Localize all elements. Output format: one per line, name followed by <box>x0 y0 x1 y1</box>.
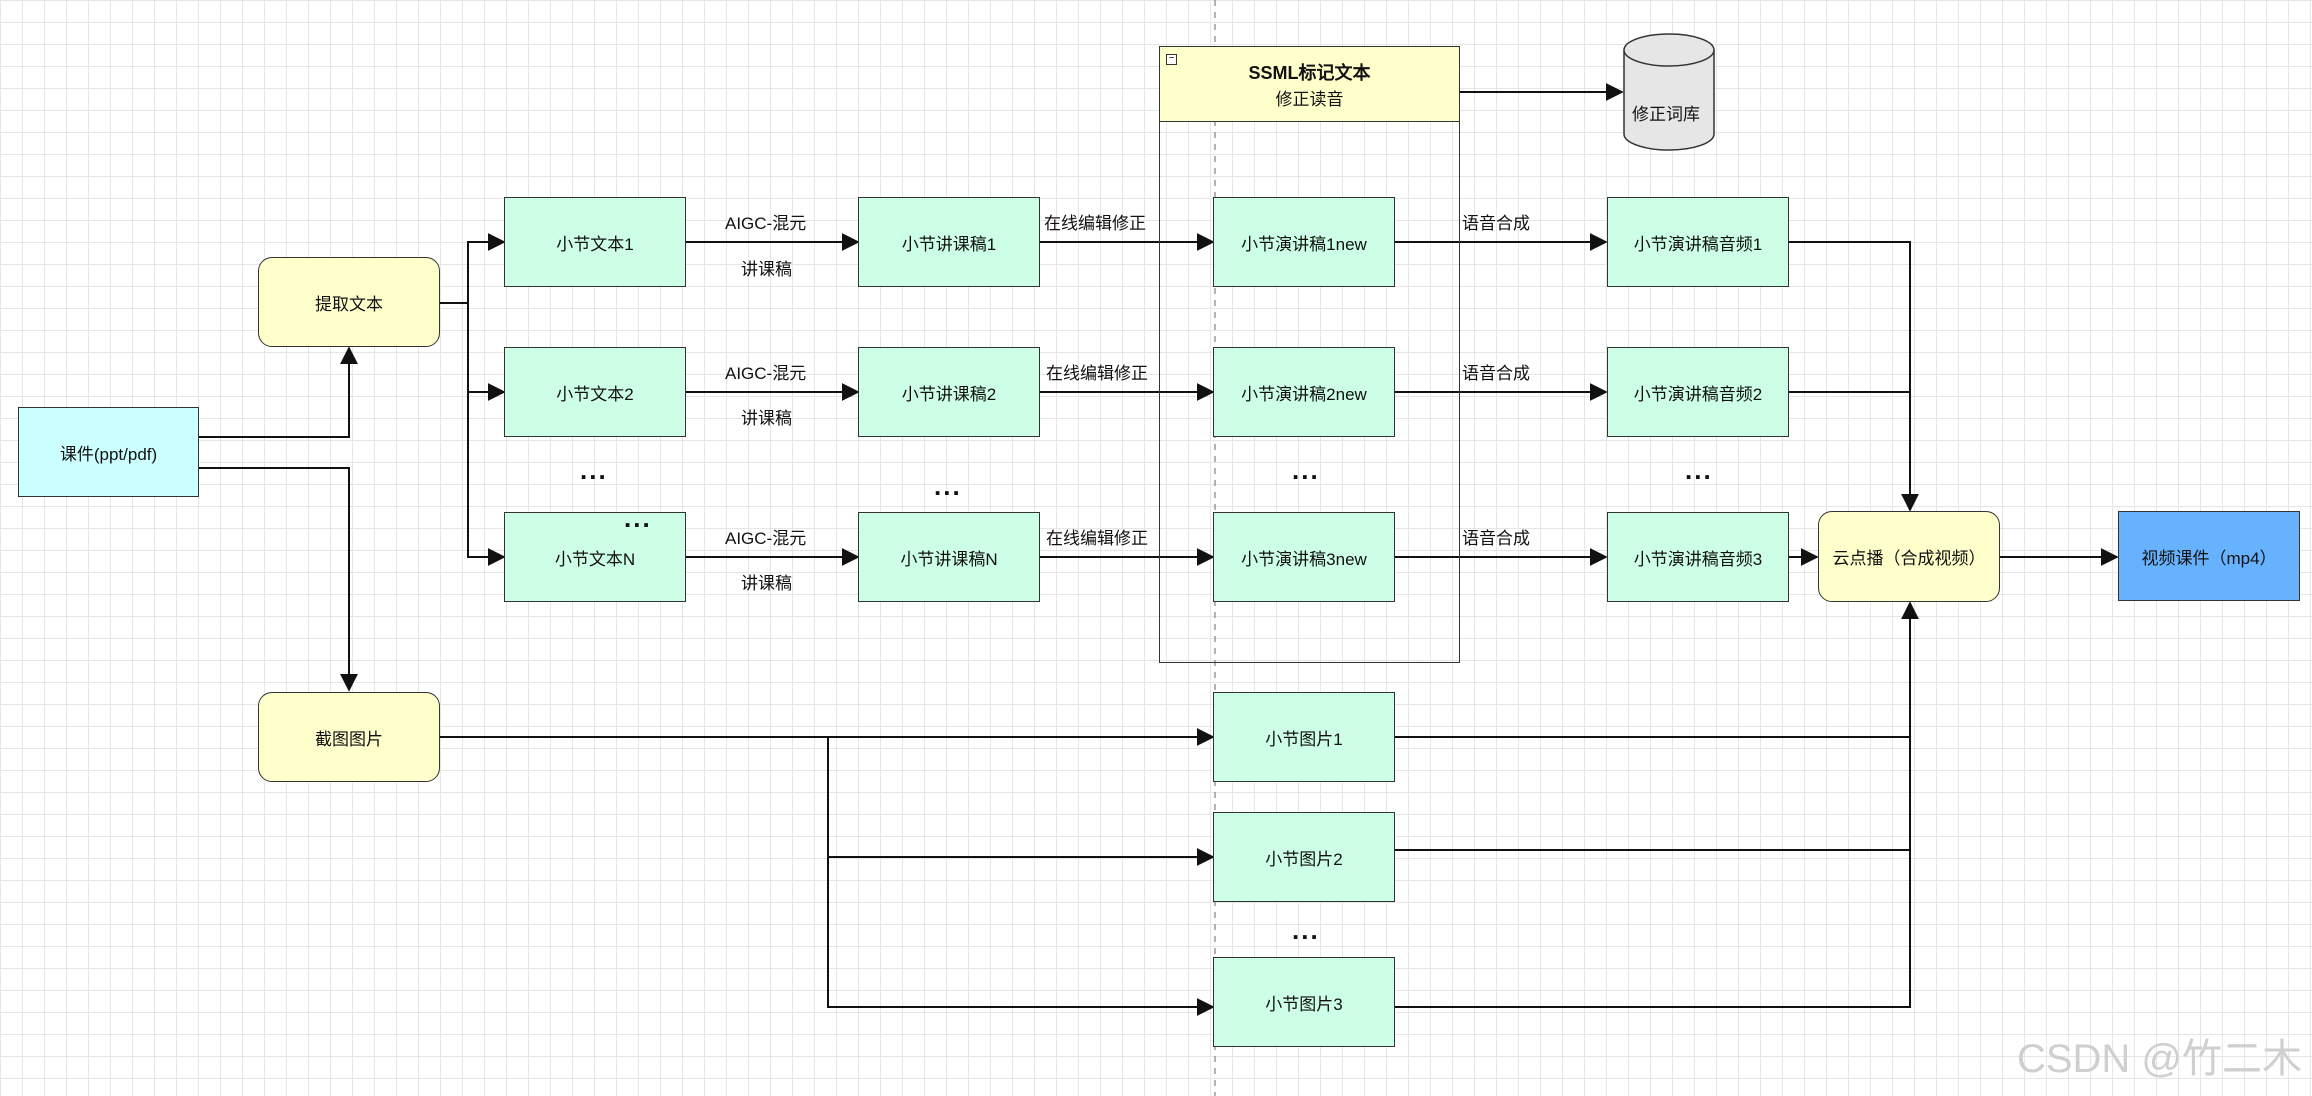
node-speech-2-label: 小节演讲稿2new <box>1241 384 1367 404</box>
node-image-1-label: 小节图片1 <box>1265 729 1343 749</box>
node-lecture-2[interactable]: 小节讲课稿2 <box>858 347 1040 437</box>
edge-label-aigc-2b: 讲课稿 <box>741 409 792 428</box>
edge-label-aigc-1b: 讲课稿 <box>741 260 792 279</box>
node-courseware[interactable]: 课件(ppt/pdf) <box>18 407 199 497</box>
node-section-1[interactable]: 小节文本1 <box>504 197 686 287</box>
edge-label-tts-2: 语音合成 <box>1462 364 1530 383</box>
node-image-3[interactable]: 小节图片3 <box>1213 957 1395 1047</box>
node-lecture-n[interactable]: 小节讲课稿N <box>858 512 1040 602</box>
node-courseware-label: 课件(ppt/pdf) <box>59 444 158 464</box>
ellipsis-lectures: ... <box>934 471 962 501</box>
node-audio-1[interactable]: 小节演讲稿音频1 <box>1607 197 1789 287</box>
node-speech-3[interactable]: 小节演讲稿3new <box>1213 512 1395 602</box>
edge-label-edit-1: 在线编辑修正 <box>1044 214 1146 233</box>
edge-label-edit-3: 在线编辑修正 <box>1046 529 1148 548</box>
edge-extract-sectionN <box>467 392 506 566</box>
ellipsis-section-n: ... <box>624 503 652 533</box>
node-audio-2[interactable]: 小节演讲稿音频2 <box>1607 347 1789 437</box>
collapse-icon[interactable]: − <box>1166 54 1177 65</box>
node-extract-text-label: 提取文本 <box>315 294 383 314</box>
edge-label-aigc-2a: AIGC-混元 <box>725 364 807 383</box>
node-vod-label: 云点播（合成视频） <box>1832 549 1986 568</box>
ssml-container-header: SSML标记文本 修正读音 <box>1159 46 1460 122</box>
node-speech-1-label: 小节演讲稿1new <box>1241 234 1367 254</box>
node-lecture-2-label: 小节讲课稿2 <box>901 384 997 404</box>
node-lecture-1[interactable]: 小节讲课稿1 <box>858 197 1040 287</box>
node-speech-3-label: 小节演讲稿3new <box>1241 549 1367 569</box>
ellipsis-speeches: ... <box>1292 455 1320 485</box>
node-image-2-label: 小节图片2 <box>1265 849 1343 869</box>
edge-screenshot-image2 <box>440 736 1215 866</box>
node-audio-3[interactable]: 小节演讲稿音频3 <box>1607 512 1789 602</box>
node-section-n-label: 小节文本N <box>554 549 636 569</box>
edge-extract-section1 <box>440 233 506 304</box>
node-extract-text[interactable]: 提取文本 <box>258 257 440 347</box>
dict-label: 修正词库 <box>1632 105 1700 124</box>
ellipsis-images: ... <box>1292 915 1320 945</box>
node-section-2-label: 小节文本2 <box>556 384 634 404</box>
edge-image3-vod <box>1395 601 1919 1008</box>
node-section-n[interactable]: 小节文本N <box>504 512 686 602</box>
node-speech-2[interactable]: 小节演讲稿2new <box>1213 347 1395 437</box>
edge-extract-section2 <box>440 302 506 401</box>
edge-label-edit-2: 在线编辑修正 <box>1046 364 1148 383</box>
node-image-1[interactable]: 小节图片1 <box>1213 692 1395 782</box>
edge-courseware-extract <box>199 346 358 438</box>
node-section-1-label: 小节文本1 <box>556 234 634 254</box>
edge-audio1-vod <box>1789 241 1919 512</box>
edge-label-tts-3: 语音合成 <box>1462 529 1530 548</box>
node-video-label: 视频课件（mp4） <box>2141 548 2277 568</box>
ssml-subtitle: 修正读音 <box>1275 89 1344 109</box>
database-icon <box>1623 33 1715 151</box>
node-image-2[interactable]: 小节图片2 <box>1213 812 1395 902</box>
node-audio-1-label: 小节演讲稿音频1 <box>1633 234 1763 254</box>
node-vod[interactable]: 云点播（合成视频） <box>1818 511 2000 602</box>
edge-screenshot-image3 <box>827 857 1215 1016</box>
node-image-3-label: 小节图片3 <box>1265 994 1343 1014</box>
edge-label-aigc-1a: AIGC-混元 <box>725 214 807 233</box>
node-lecture-n-label: 小节讲课稿N <box>900 549 998 569</box>
node-screenshot-label: 截图图片 <box>315 729 383 749</box>
ellipsis-audios: ... <box>1685 455 1713 485</box>
ellipsis-sections: ... <box>580 455 608 485</box>
node-audio-3-label: 小节演讲稿音频3 <box>1633 549 1763 569</box>
node-section-2[interactable]: 小节文本2 <box>504 347 686 437</box>
ssml-title: SSML标记文本 <box>1248 62 1371 83</box>
edge-label-aigc-3a: AIGC-混元 <box>725 529 807 548</box>
edge-label-tts-1: 语音合成 <box>1462 214 1530 233</box>
watermark: CSDN @竹二木 <box>2016 1037 2302 1081</box>
node-audio-2-label: 小节演讲稿音频2 <box>1633 384 1763 404</box>
edge-label-aigc-3b: 讲课稿 <box>741 574 792 593</box>
node-video[interactable]: 视频课件（mp4） <box>2118 511 2300 601</box>
node-speech-1[interactable]: 小节演讲稿1new <box>1213 197 1395 287</box>
node-screenshot[interactable]: 截图图片 <box>258 692 440 782</box>
node-lecture-1-label: 小节讲课稿1 <box>901 234 997 254</box>
edge-courseware-screenshot <box>199 467 358 692</box>
